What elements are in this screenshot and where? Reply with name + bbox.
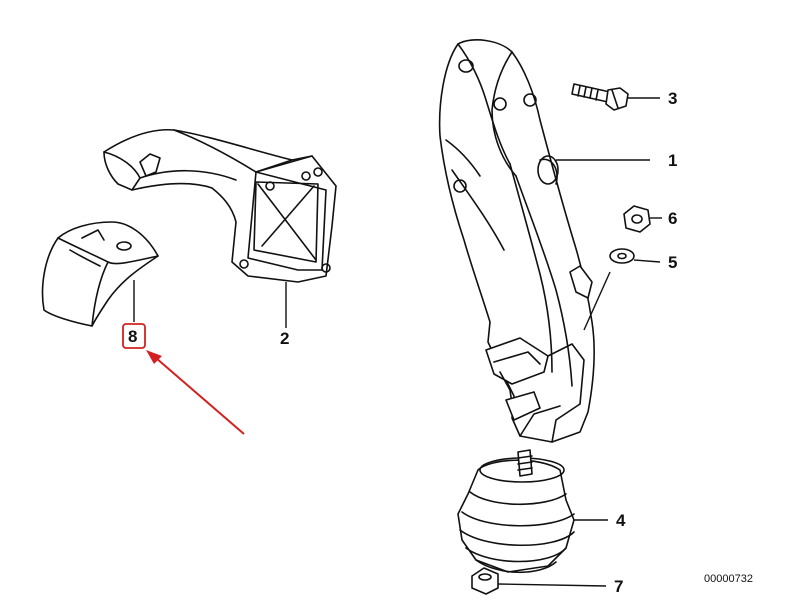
part-2-bracket: [103, 128, 337, 283]
leader-5: [633, 259, 661, 263]
part-3-bolt: [571, 83, 629, 111]
part-6-nut: [623, 205, 651, 233]
part-7-nut: [471, 567, 499, 595]
callout-8-highlight-box: [122, 323, 146, 349]
part-1-engine-mount-arm: [438, 39, 595, 443]
highlight-arrow-head: [146, 350, 162, 364]
callout-3[interactable]: 3: [668, 89, 677, 108]
drawing-number: 00000732: [704, 573, 753, 585]
callout-7[interactable]: 7: [614, 577, 623, 596]
callout-5[interactable]: 5: [668, 253, 677, 272]
leader-7: [497, 583, 607, 587]
part-4-rubber-mount: [457, 449, 575, 574]
leader-1b: [583, 271, 611, 331]
callout-4[interactable]: 4: [616, 511, 626, 530]
callout-2[interactable]: 2: [280, 329, 289, 348]
callout-6[interactable]: 6: [668, 209, 677, 228]
leader-lines: [133, 97, 662, 587]
callout-8[interactable]: 8: [128, 327, 137, 346]
part-5-washer: [609, 248, 635, 264]
callout-1[interactable]: 1: [668, 151, 677, 170]
part-8-heat-shield: [41, 221, 159, 327]
highlight-arrow-shaft: [155, 357, 245, 435]
